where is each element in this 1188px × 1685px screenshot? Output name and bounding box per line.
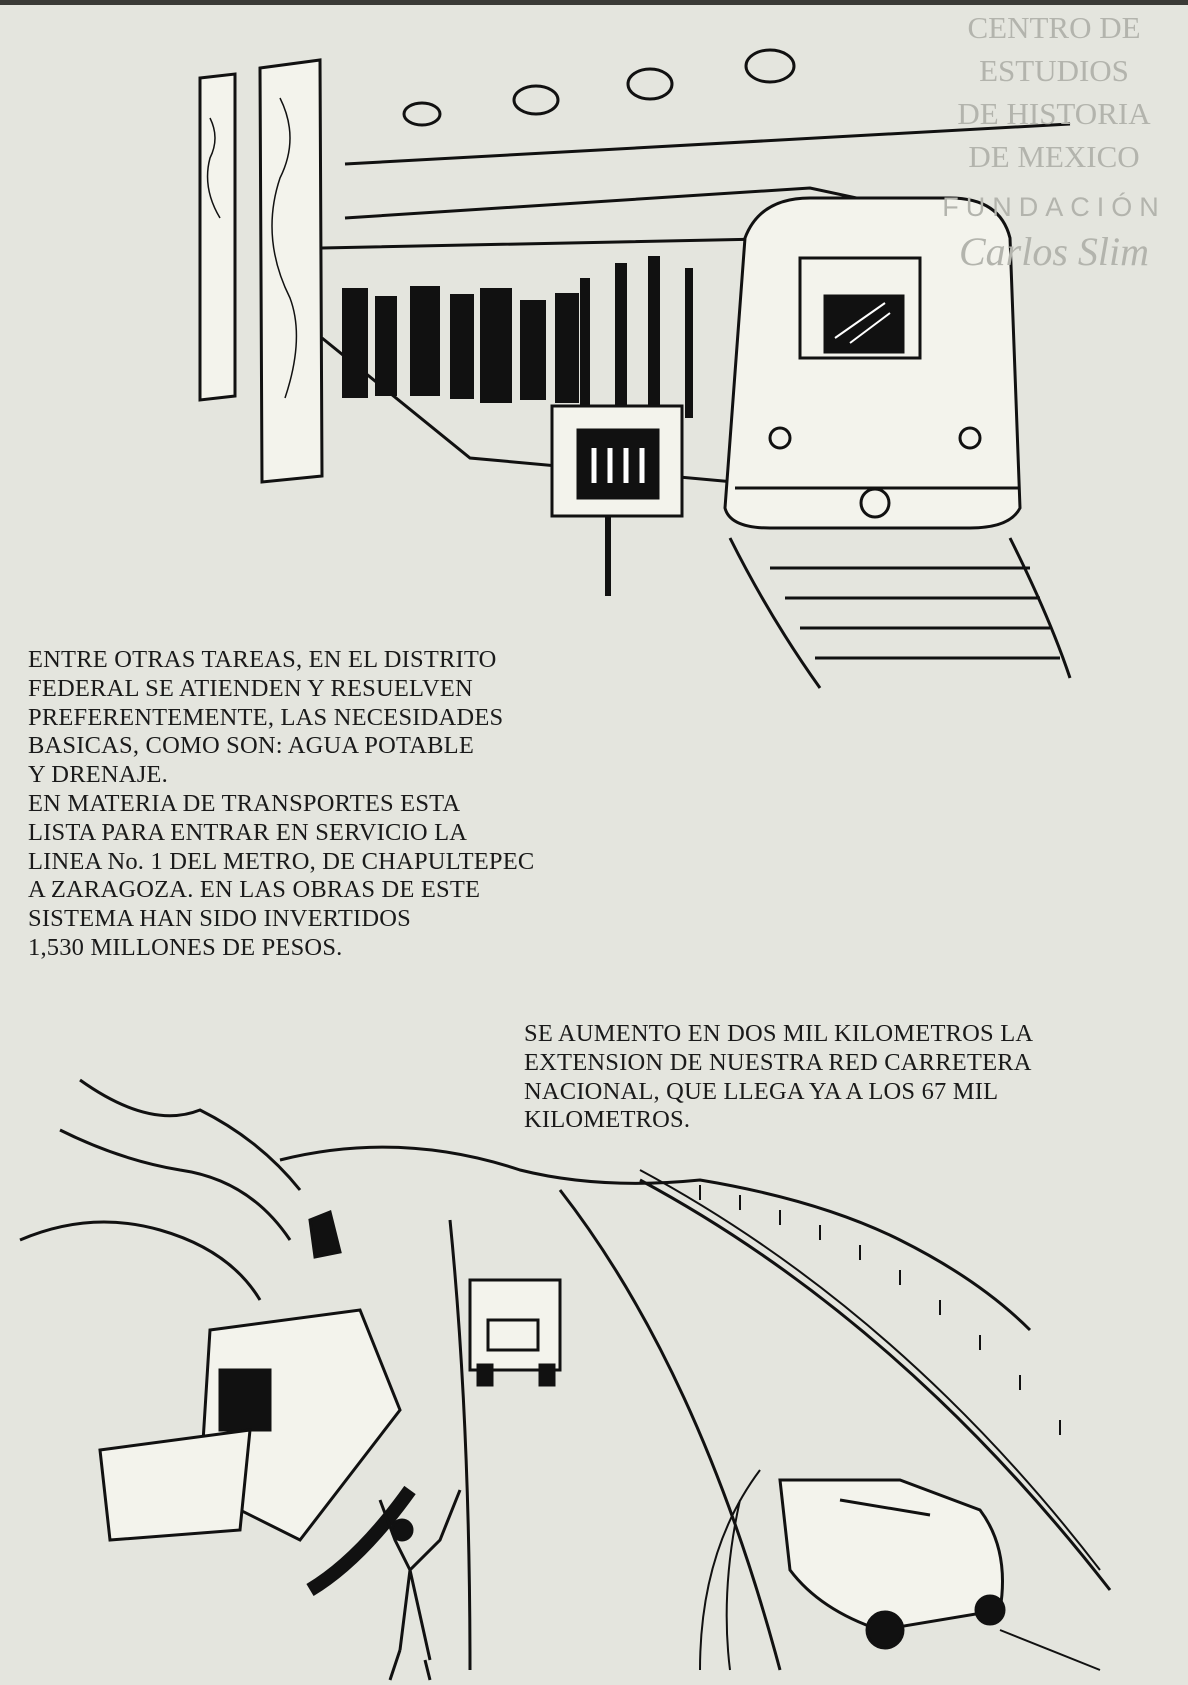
- watermark-line: DE MEXICO: [968, 139, 1140, 174]
- bulldozer: [98, 1209, 416, 1597]
- jeep: [468, 1278, 562, 1387]
- text-line: 1,530 MILLONES DE PESOS.: [28, 933, 343, 961]
- text-line: LINEA No. 1 DEL METRO, DE CHAPULTEPEC: [28, 847, 535, 875]
- text-line: KILOMETROS.: [524, 1106, 691, 1134]
- text-line: ENTRE OTRAS TAREAS, EN EL DISTRITO: [28, 646, 497, 673]
- text-line: FEDERAL SE ATIENDEN Y RESUELVEN: [28, 674, 473, 702]
- watermark-line: CENTRO DE: [967, 10, 1141, 45]
- rails: [728, 537, 1072, 689]
- watermark-line: ESTUDIOS: [979, 53, 1129, 88]
- pillars: [198, 58, 324, 484]
- text-line: BASICAS, COMO SON: AGUA POTABLE: [28, 732, 474, 760]
- archive-watermark: CENTRO DE ESTUDIOS DE HISTORIA DE MEXICO…: [934, 6, 1174, 275]
- text-line: Y DRENAJE.: [28, 761, 168, 789]
- text-line: A ZARAGOZA. EN LAS OBRAS DE ESTE: [28, 876, 481, 904]
- hillside: [19, 1078, 1032, 1332]
- roads-paragraph: SE AUMENTO EN DOS MIL KILOMETROS LA EXTE…: [524, 1020, 1033, 1135]
- convertible-car: [699, 1469, 1101, 1671]
- metro-train: [723, 196, 1022, 530]
- watermark-signature: Carlos Slim: [958, 229, 1150, 274]
- scan-edge: [0, 0, 1188, 5]
- metro-paragraph: ENTRE OTRAS TAREAS, EN EL DISTRITO FEDER…: [28, 646, 534, 963]
- text-line: EXTENSION DE NUESTRA RED CARRETERA: [524, 1048, 1032, 1076]
- man-waving: [378, 1489, 462, 1681]
- guard-rail: [639, 1169, 1101, 1571]
- watermark-foundation: FUNDACIÓN: [942, 192, 1166, 222]
- metro-station-illustration: [198, 48, 1072, 689]
- text-line: PREFERENTEMENTE, LAS NECESIDADES: [28, 703, 504, 731]
- text-line: NACIONAL, QUE LLEGA YA A LOS 67 MIL: [524, 1077, 999, 1105]
- road: [448, 1178, 1112, 1671]
- watermark-line: DE HISTORIA: [957, 96, 1151, 131]
- crowd-silhouettes: [342, 256, 693, 418]
- text-line: SE AUMENTO EN DOS MIL KILOMETROS LA: [524, 1020, 1034, 1047]
- highway-construction-illustration: [19, 1078, 1112, 1681]
- text-line: LISTA PARA ENTRAR EN SERVICIO LA: [28, 818, 468, 846]
- text-line: SISTEMA HAN SIDO INVERTIDOS: [28, 905, 412, 933]
- metro-sign: [550, 404, 684, 596]
- ceiling-lights: [402, 48, 796, 127]
- text-line: EN MATERIA DE TRANSPORTES ESTA: [28, 789, 461, 817]
